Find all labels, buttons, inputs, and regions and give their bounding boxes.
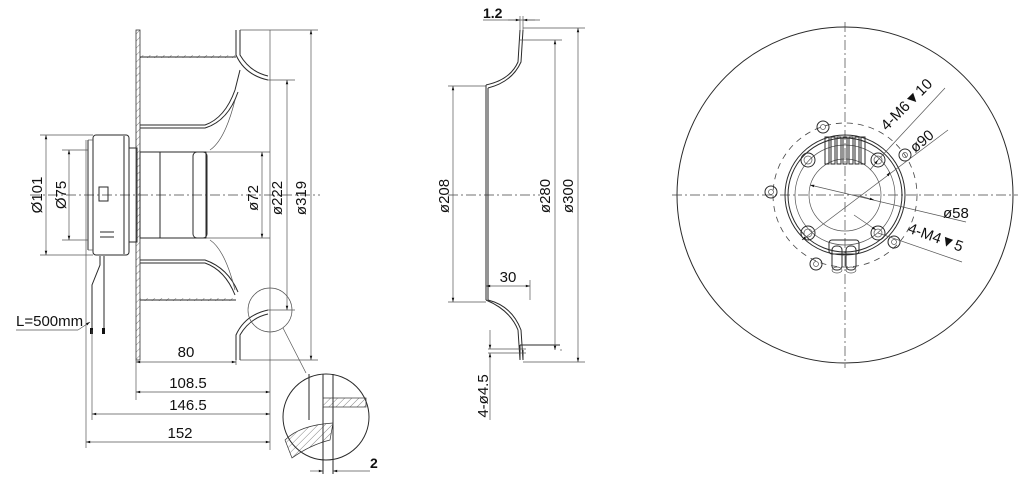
dim-bolt-circle-58: ø58 xyxy=(943,205,969,222)
detail-view-circle xyxy=(282,373,370,461)
dim-length-146-5: 146.5 xyxy=(169,397,207,414)
dim-gap-2: 2 xyxy=(370,455,378,471)
heatsink-fins xyxy=(824,136,866,165)
dim-impeller-diameter: ø319 xyxy=(293,181,310,215)
dim-throat-diameter: ø208 xyxy=(436,179,453,213)
mount-hole xyxy=(764,120,912,271)
dim-length-152: 152 xyxy=(167,425,192,442)
dim-thickness: 1.2 xyxy=(483,5,503,21)
dim-depth: 30 xyxy=(500,269,517,286)
dim-flange-inner-diameter: ø280 xyxy=(537,179,554,213)
dim-hub-diameter: ø72 xyxy=(245,185,262,211)
cable-length-label: L=500mm xyxy=(16,313,83,330)
dim-inlet-diameter: ø222 xyxy=(269,181,286,215)
dim-mount-holes: 4-ø4.5 xyxy=(475,374,492,417)
dim-bolt-circle-90: ø90 xyxy=(907,127,938,157)
threaded-boss xyxy=(800,152,886,241)
dim-flange-diameter: Ø75 xyxy=(53,181,70,209)
dim-thread-m4: 4-M4▼5 xyxy=(906,220,966,256)
dim-length-80: 80 xyxy=(178,344,195,361)
front-view: 4-M6▼10 ø90 ø58 4-M4▼5 xyxy=(672,22,1018,368)
cable-gland xyxy=(828,239,860,274)
inlet-nozzle-section: 1.2 ø208 ø280 ø300 30 4-ø4.5 xyxy=(436,5,585,420)
side-section-view: ø72 ø222 ø319 Ø101 Ø75 L=500mm 80 108.5 xyxy=(16,29,378,474)
dim-length-108-5: 108.5 xyxy=(169,375,207,392)
dim-thread-m6: 4-M6▼10 xyxy=(878,76,936,134)
dim-flange-outer-diameter: ø300 xyxy=(560,179,577,213)
dim-motor-diameter: Ø101 xyxy=(29,177,46,214)
